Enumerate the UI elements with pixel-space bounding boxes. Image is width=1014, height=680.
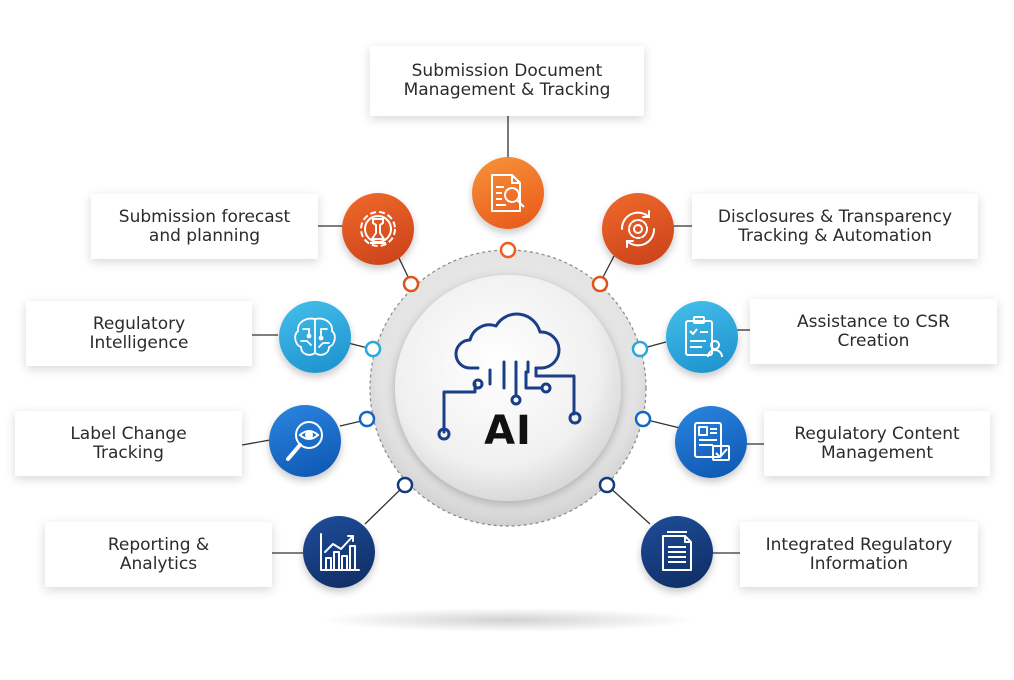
document-search-icon bbox=[472, 157, 544, 229]
chart-growth-icon bbox=[303, 516, 375, 588]
floor-shadow bbox=[318, 608, 698, 632]
node-box-csr-creation: Assistance to CSR Creation bbox=[750, 299, 997, 364]
node-label: Submission forecast and planning bbox=[118, 206, 291, 246]
magnifier-eye-icon bbox=[269, 405, 341, 477]
center-label: AI bbox=[484, 408, 532, 454]
node-label: Regulatory Content Management bbox=[794, 423, 960, 463]
ring-node bbox=[402, 275, 420, 293]
node-label: Assistance to CSR Creation bbox=[797, 311, 950, 351]
inner-disc bbox=[395, 275, 621, 501]
document-list-icon bbox=[641, 516, 713, 588]
ring-node bbox=[358, 410, 376, 428]
node-label: Reporting & Analytics bbox=[107, 534, 210, 574]
ring-node bbox=[631, 340, 649, 358]
node-label: Label Change Tracking bbox=[70, 423, 187, 463]
ring-node bbox=[634, 410, 652, 428]
cloud-circuit-icon bbox=[437, 312, 582, 441]
ring-node bbox=[396, 476, 414, 494]
ring-node bbox=[598, 476, 616, 494]
node-label: Submission Document Management & Trackin… bbox=[403, 61, 611, 100]
node-box-regulatory-intelligence: Regulatory Intelligence bbox=[26, 301, 252, 366]
gear-chess-icon bbox=[342, 193, 414, 265]
node-box-submission-document: Submission Document Management & Trackin… bbox=[370, 46, 644, 116]
brain-circuit-icon bbox=[279, 301, 351, 373]
clipboard-user-icon bbox=[666, 301, 738, 373]
node-box-integrated-info: Integrated Regulatory Information bbox=[740, 522, 978, 587]
node-label: Regulatory Intelligence bbox=[89, 313, 189, 353]
ring-node bbox=[591, 275, 609, 293]
node-label: Disclosures & Transparency Tracking & Au… bbox=[717, 206, 953, 246]
node-label: Integrated Regulatory Information bbox=[765, 534, 953, 574]
node-box-label-change: Label Change Tracking bbox=[15, 411, 242, 476]
node-box-disclosures: Disclosures & Transparency Tracking & Au… bbox=[692, 194, 978, 259]
node-box-reporting: Reporting & Analytics bbox=[45, 522, 272, 587]
gear-cycle-icon bbox=[602, 193, 674, 265]
node-box-submission-forecast: Submission forecast and planning bbox=[91, 194, 318, 259]
document-check-icon bbox=[675, 406, 747, 478]
node-box-regulatory-content: Regulatory Content Management bbox=[764, 411, 990, 476]
ring-node bbox=[499, 241, 517, 259]
ring-node bbox=[364, 340, 382, 358]
